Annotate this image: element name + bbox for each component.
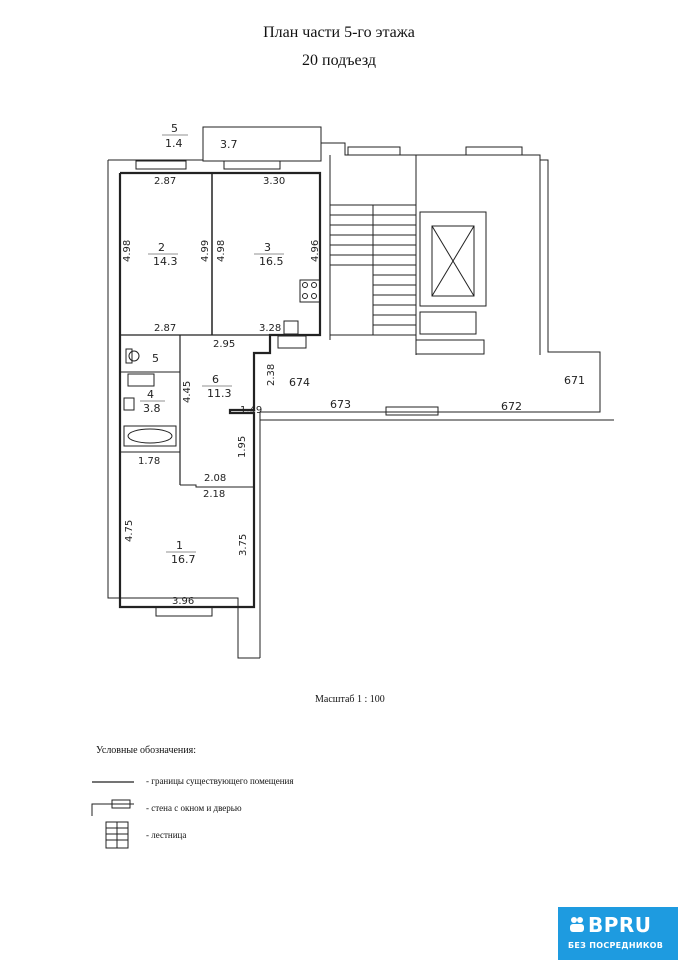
- legend-stair-text: - лестница: [146, 830, 187, 840]
- apartment-673: 673: [330, 398, 351, 411]
- room-2-area: 14.3: [153, 255, 178, 268]
- entrance-label: 20 подъезд: [302, 52, 376, 69]
- room-1-area: 16.7: [171, 553, 196, 566]
- logo-brand: BPRU: [588, 913, 652, 937]
- elevator-shaft: [419, 211, 487, 307]
- washbasin-icon: [123, 397, 135, 411]
- dim-3-75: 3.75: [238, 534, 249, 556]
- dim-4-98-left: 4.98: [122, 240, 133, 262]
- legend-boundary-text: - границы существующего помещения: [146, 776, 294, 786]
- dim-1-49: 1.49: [240, 405, 262, 416]
- dim-3-96: 3.96: [172, 596, 194, 607]
- dim-1-95: 1.95: [237, 436, 248, 458]
- apartment-671: 671: [564, 374, 585, 387]
- dim-2-87-top: 2.87: [154, 176, 176, 187]
- room-6-area: 11.3: [207, 387, 232, 400]
- room-1-number: 1: [176, 539, 183, 552]
- radiator-icon: [277, 335, 307, 349]
- plan-title: План части 5-го этажа: [263, 24, 415, 41]
- room-2-number: 2: [158, 241, 165, 254]
- legend-wall-symbol: [91, 803, 134, 816]
- window-room2: [135, 160, 187, 170]
- dim-4-98-right: 4.98: [216, 240, 227, 262]
- dim-4-99: 4.99: [200, 240, 211, 262]
- room-4-number: 4: [147, 388, 154, 401]
- outer-wall-right: [259, 142, 601, 658]
- bathtub-icon: [123, 425, 177, 447]
- room-3-number: 3: [264, 241, 271, 254]
- bpru-logo[interactable]: BPRU БЕЗ ПОСРЕДНИКОВ: [558, 907, 678, 960]
- legend-wall-text: - стена с окном и дверью: [146, 803, 242, 813]
- balcony-area: 3.7: [220, 138, 238, 151]
- dim-4-75: 4.75: [124, 520, 135, 542]
- apartment-672: 672: [501, 400, 522, 413]
- kitchen-sink-icon: [283, 320, 299, 335]
- wall-room1-top: [180, 484, 254, 488]
- logo-tagline: БЕЗ ПОСРЕДНИКОВ: [568, 941, 664, 950]
- dim-2-18: 2.18: [203, 489, 225, 500]
- window-room1: [155, 606, 213, 617]
- dim-4-45: 4.45: [182, 381, 193, 403]
- dim-2-38: 2.38: [266, 364, 277, 386]
- scale-label: Масштаб 1 : 100: [315, 694, 385, 705]
- dim-2-95: 2.95: [213, 339, 235, 350]
- room-3-area: 16.5: [259, 255, 284, 268]
- room-5-number: 5: [152, 352, 159, 365]
- stove-icon: [299, 279, 321, 303]
- room-6-number: 6: [212, 373, 219, 386]
- dim-2-87-bottom: 2.87: [154, 323, 176, 334]
- window-room3: [223, 160, 281, 170]
- room-5b-area: 1.4: [165, 137, 183, 150]
- dim-2-08: 2.08: [204, 473, 226, 484]
- apartment-674: 674: [289, 376, 310, 389]
- radiator-bath-icon: [127, 373, 155, 387]
- dim-4-96: 4.96: [310, 240, 321, 262]
- dim-1-78: 1.78: [138, 456, 160, 467]
- people-icon: [570, 917, 584, 932]
- dim-3-28: 3.28: [259, 323, 281, 334]
- room-5b-number: 5: [171, 122, 178, 135]
- toilet-icon: [128, 350, 140, 362]
- room-4-area: 3.8: [143, 402, 161, 415]
- entrance-door: [385, 406, 439, 416]
- outer-wall-left: [107, 160, 260, 659]
- dim-3-30: 3.30: [263, 176, 285, 187]
- legend-title: Условные обозначения:: [96, 745, 197, 756]
